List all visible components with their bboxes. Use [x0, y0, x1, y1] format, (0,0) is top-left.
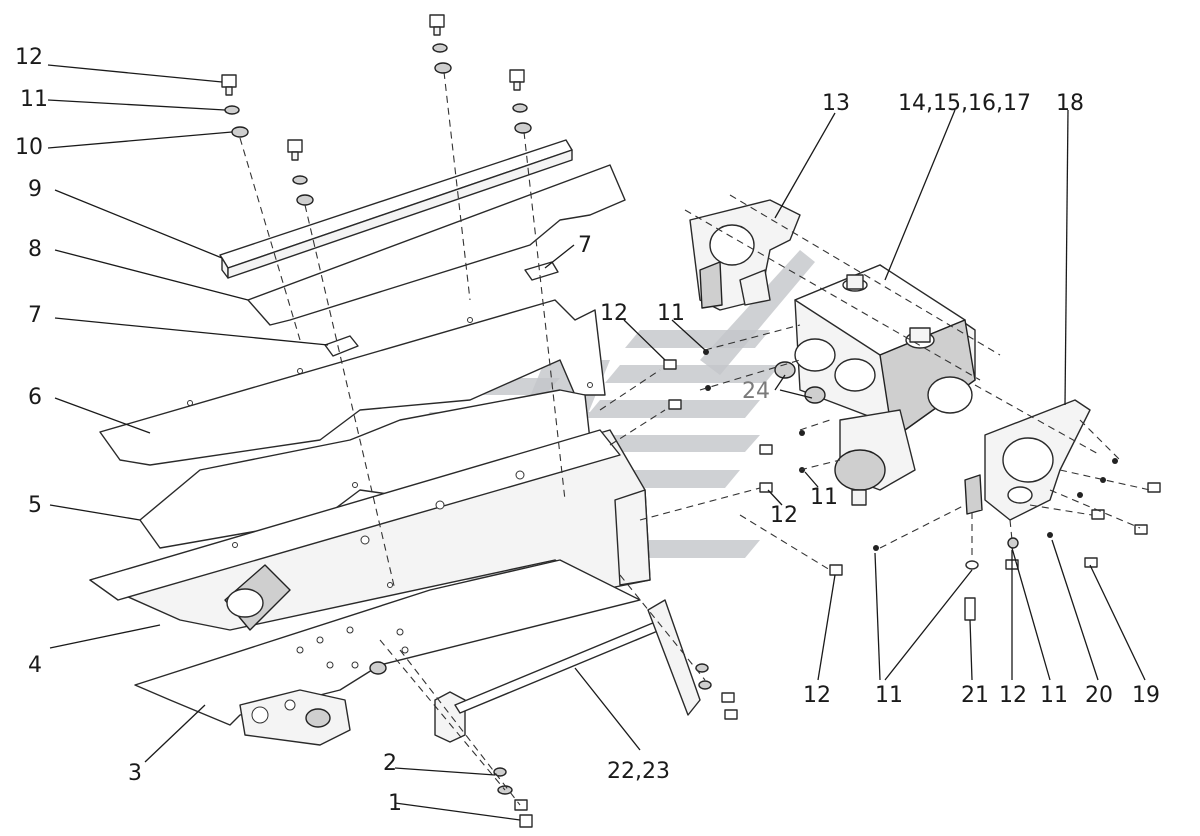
callout-12-bottom: 12	[803, 683, 831, 708]
callout-6: 6	[28, 385, 42, 410]
part-8-cover-plate	[247, 164, 626, 326]
callout-8: 8	[28, 237, 42, 262]
callout-12-low: 12	[770, 503, 798, 528]
part-13-left-bracket	[689, 199, 801, 311]
callout-9: 9	[28, 177, 42, 202]
callout-13: 13	[822, 91, 850, 116]
callout-11-top: 11	[20, 87, 48, 112]
part-7-clamp-plate-right	[524, 261, 559, 281]
bolts-top	[221, 14, 532, 206]
callout-21: 21	[961, 683, 989, 708]
callout-2: 2	[383, 751, 397, 776]
bolts-bottom	[369, 661, 738, 828]
part-22-23-bracket	[434, 599, 701, 743]
callout-24: 24	[742, 379, 770, 404]
part-14-17-gearbox	[794, 264, 976, 506]
callout-20: 20	[1085, 683, 1113, 708]
callout-14-17: 14,15,16,17	[898, 91, 1031, 116]
part-18-right-bracket	[964, 399, 1091, 521]
callout-labels: 12 11 10 9 8 7 7 6 5 4 3 2 1 22,23 13 14…	[15, 45, 1160, 816]
assembly-dash-lines	[239, 71, 1151, 806]
callout-11-mid: 11	[657, 301, 685, 326]
leader-lines	[47, 64, 1146, 821]
callout-10: 10	[15, 135, 43, 160]
callout-12-mid: 12	[600, 301, 628, 326]
callout-4: 4	[28, 653, 42, 678]
part-3-bottom-plate	[134, 559, 641, 746]
callout-11-low: 11	[810, 485, 838, 510]
callout-11-bottom-right: 11	[1040, 683, 1068, 708]
part-4-main-chute	[89, 429, 651, 631]
part-7-clamp-plate-left	[324, 335, 359, 357]
part-6-upper-shield	[99, 299, 606, 466]
callout-19: 19	[1132, 683, 1160, 708]
callout-1: 1	[388, 791, 402, 816]
callout-12-bottom-right: 12	[999, 683, 1027, 708]
part-24-plugs	[774, 361, 826, 404]
callout-18: 18	[1056, 91, 1084, 116]
callout-7-right: 7	[578, 233, 592, 258]
callout-7-left: 7	[28, 303, 42, 328]
callout-22-23: 22,23	[607, 759, 670, 784]
callout-12-top: 12	[15, 45, 43, 70]
callout-11-bottom: 11	[875, 683, 903, 708]
callout-5: 5	[28, 493, 42, 518]
callout-3: 3	[128, 761, 142, 786]
part-9-angle-bar	[219, 139, 573, 279]
